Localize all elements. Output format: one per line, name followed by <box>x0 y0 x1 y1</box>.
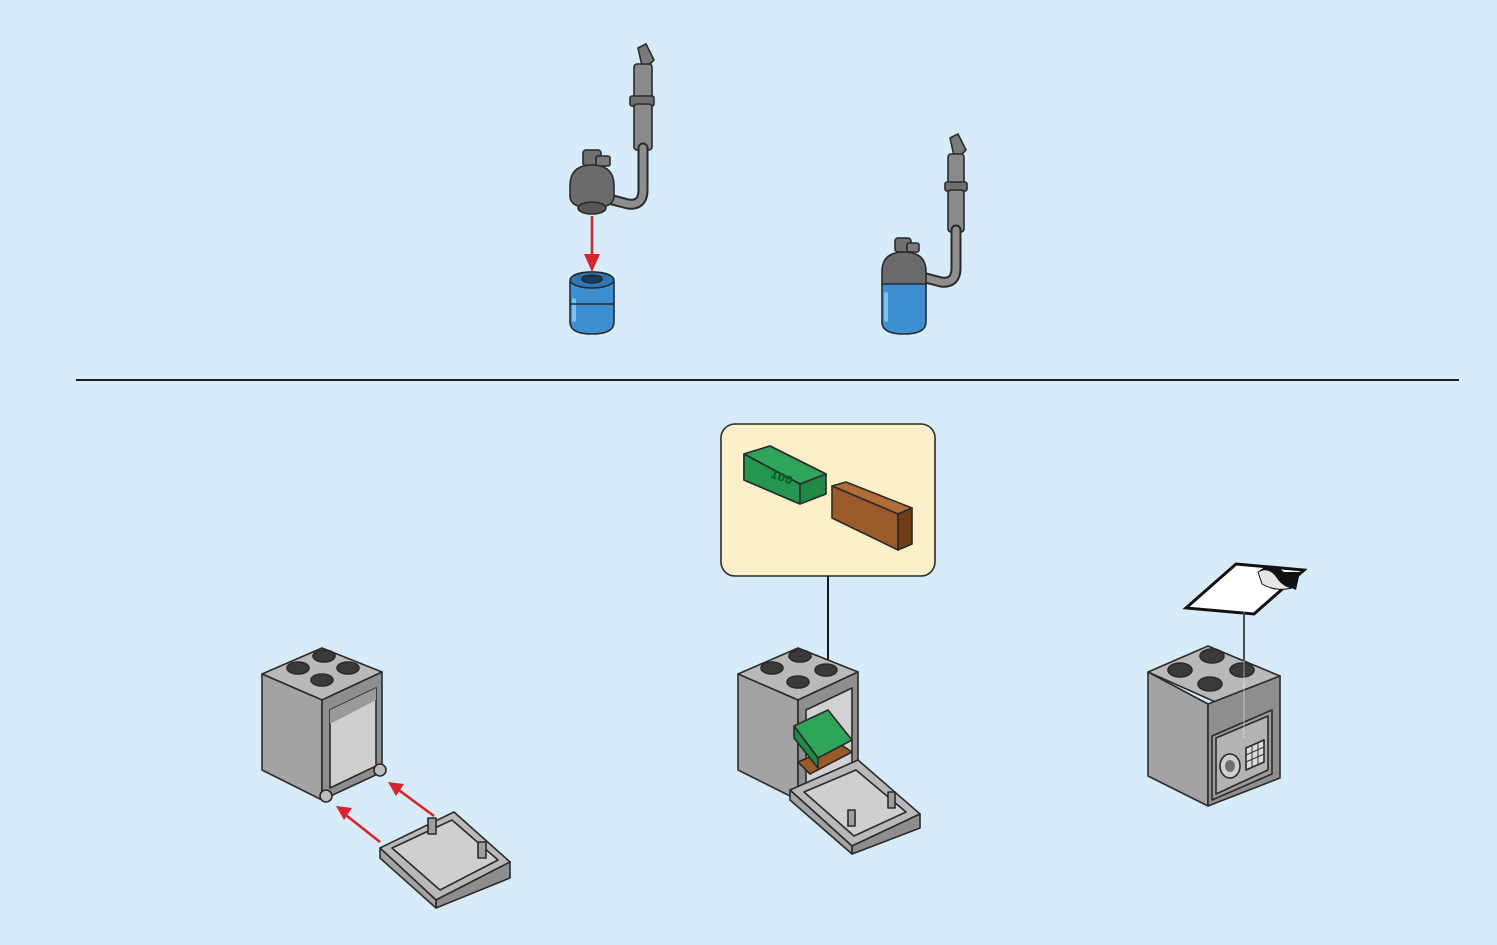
step-apply-safe-sticker <box>1148 564 1304 806</box>
safe-dial-icon <box>1220 754 1240 778</box>
red-arrow-icon <box>584 216 600 272</box>
step-insert-cash-and-plank: 100 <box>721 424 935 854</box>
parts-callout: 100 <box>721 424 935 576</box>
step-torch-tank-assembled <box>882 134 967 334</box>
step-attach-torch-to-tank <box>570 44 654 334</box>
blue-tank-piece <box>570 272 614 334</box>
container-brick <box>262 648 386 802</box>
sticker-sheet <box>1186 564 1304 614</box>
door-piece <box>380 812 510 908</box>
safe-brick <box>1148 646 1280 806</box>
torch-hose-piece <box>570 44 654 214</box>
step-attach-door-to-brick <box>262 648 510 908</box>
gas-torch-assembly <box>882 134 967 334</box>
